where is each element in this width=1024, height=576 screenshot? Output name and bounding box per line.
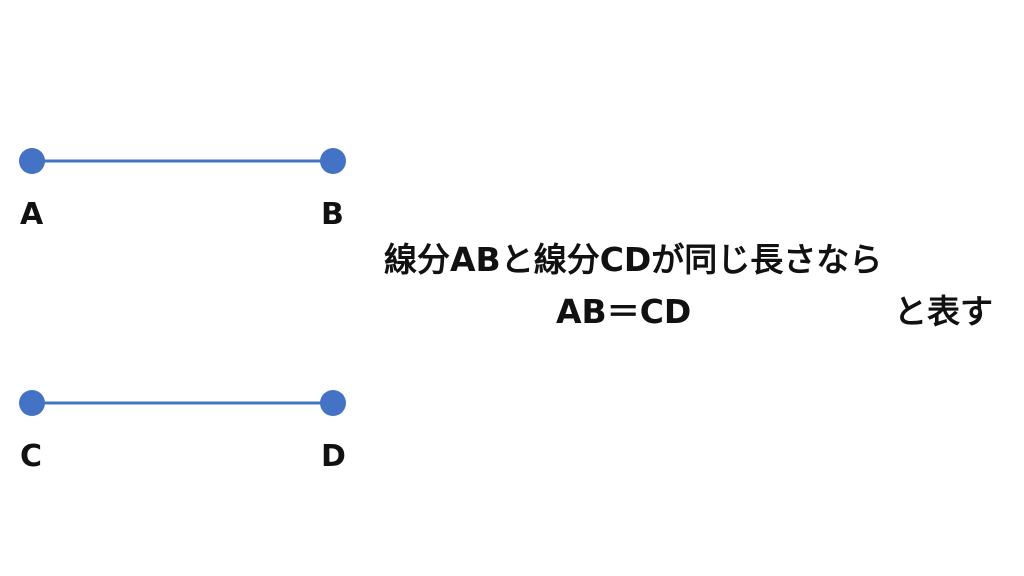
statement-equation: AB＝CD [556, 292, 692, 331]
point-a-label: A [20, 197, 44, 232]
point-d-label: D [321, 439, 346, 474]
point-c-label: C [20, 439, 43, 474]
point-a-dot [19, 148, 45, 174]
point-d-dot [320, 390, 346, 416]
segment-cd [19, 390, 346, 416]
segment-ab [19, 148, 346, 174]
statement-line2-suffix: と表す [894, 292, 993, 331]
statement-line1: 線分ABと線分CDが同じ長さなら [384, 240, 883, 279]
point-b-label: B [321, 197, 344, 232]
point-c-dot [19, 390, 45, 416]
point-b-dot [320, 148, 346, 174]
